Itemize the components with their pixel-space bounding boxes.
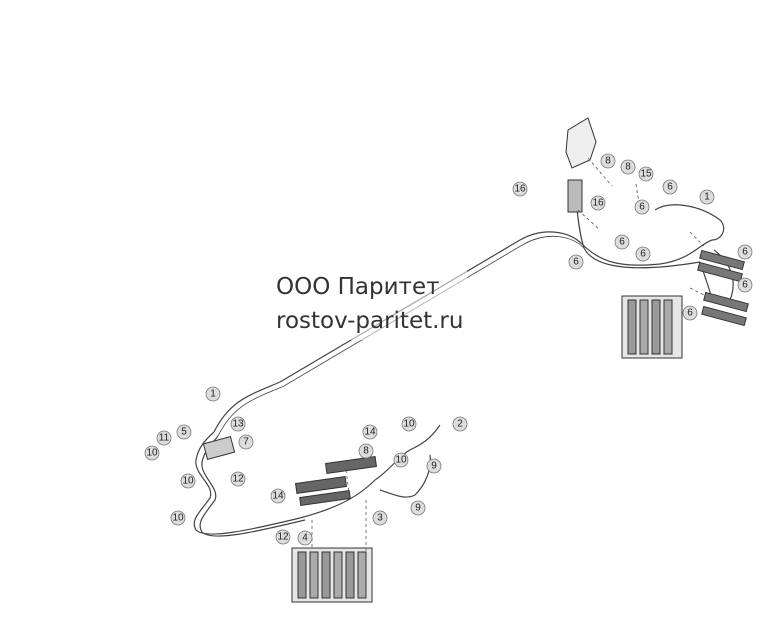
- callout-13: 13: [230, 416, 246, 432]
- bracket-plate: [565, 117, 597, 169]
- callout-label: 14: [272, 491, 284, 502]
- left-fittings: [294, 456, 378, 507]
- right-fittings-upper: [697, 249, 745, 283]
- callout-12: 12: [275, 529, 291, 545]
- callout-1: 1: [205, 386, 221, 402]
- watermark-company: ООО Паритет: [276, 274, 440, 300]
- callout-label: 6: [667, 182, 673, 193]
- callout-12: 12: [230, 471, 246, 487]
- callout-3: 3: [372, 510, 388, 526]
- callout-label: 6: [742, 247, 748, 258]
- callout-label: 16: [514, 184, 526, 195]
- main-pipe: [213, 231, 583, 433]
- right-valve-bank: [621, 295, 683, 359]
- callout-label: 10: [395, 455, 407, 466]
- callout-label: 12: [277, 532, 289, 543]
- callout-label: 11: [159, 433, 170, 444]
- left-valve-bank: [291, 547, 373, 603]
- watermark-url: rostov-paritet.ru: [276, 308, 464, 334]
- callout-9: 9: [426, 458, 442, 474]
- components: [202, 117, 749, 603]
- callout-label: 3: [377, 513, 383, 524]
- right-harness-2: [575, 199, 701, 269]
- callout-6: 6: [737, 244, 753, 260]
- callout-label: 10: [146, 448, 158, 459]
- callout-6: 6: [662, 179, 678, 195]
- callout-label: 2: [457, 419, 463, 430]
- callout-label: 10: [182, 476, 194, 487]
- callout-label: 14: [364, 427, 376, 438]
- left-upper-lines: [374, 424, 441, 481]
- connector-block: [567, 179, 583, 213]
- callout-label: 6: [687, 308, 693, 319]
- callout-label: 6: [573, 257, 579, 268]
- callout-7: 7: [238, 434, 254, 450]
- left-harness-2: [199, 435, 306, 537]
- callout-2: 2: [452, 416, 468, 432]
- callout-6: 6: [614, 234, 630, 250]
- right-fittings-lower: [701, 291, 749, 327]
- callout-label: 15: [640, 169, 652, 180]
- callout-label: 8: [363, 446, 369, 457]
- callout-label: 12: [232, 474, 244, 485]
- callout-8: 8: [620, 159, 636, 175]
- callout-label: 1: [704, 192, 710, 203]
- callout-label: 9: [431, 461, 437, 472]
- callout-label: 6: [640, 249, 646, 260]
- callout-label: 8: [625, 162, 631, 173]
- hose-lines: [193, 199, 734, 537]
- callout-6: 6: [682, 305, 698, 321]
- callout-label: 9: [415, 503, 421, 514]
- callout-6: 6: [635, 246, 651, 262]
- callout-label: 6: [742, 280, 748, 291]
- callout-5: 5: [176, 424, 192, 440]
- callout-label: 4: [302, 533, 308, 544]
- callout-label: 6: [619, 237, 625, 248]
- callout-label: 16: [592, 198, 604, 209]
- callout-10: 10: [393, 452, 409, 468]
- callout-10: 10: [170, 510, 186, 526]
- callout-1: 1: [699, 189, 715, 205]
- callout-label: 8: [605, 156, 611, 167]
- callout-16: 16: [590, 195, 606, 211]
- callout-15: 15: [638, 166, 654, 182]
- callout-10: 10: [401, 416, 417, 432]
- callout-6: 6: [634, 199, 650, 215]
- leader-lines: [311, 157, 707, 552]
- callout-11: 11: [156, 430, 172, 446]
- right-loop: [654, 204, 725, 241]
- callout-6: 6: [737, 277, 753, 293]
- callout-label: 10: [172, 513, 184, 524]
- callout-10: 10: [144, 445, 160, 461]
- callout-16: 16: [512, 181, 528, 197]
- callout-label: 10: [403, 419, 415, 430]
- main-pipe-inner: [217, 235, 585, 437]
- callout-8: 8: [600, 153, 616, 169]
- watermark: ООО Паритет rostov-paritet.ru: [272, 268, 468, 340]
- callout-4: 4: [297, 530, 313, 546]
- callout-6: 6: [568, 254, 584, 270]
- callout-label: 1: [210, 389, 216, 400]
- right-harness: [581, 239, 713, 266]
- callout-14: 14: [270, 488, 286, 504]
- clamp-bracket: [202, 436, 236, 460]
- callout-label: 6: [639, 202, 645, 213]
- callout-label: 5: [181, 427, 187, 438]
- callout-label: 7: [243, 437, 249, 448]
- callout-8: 8: [358, 443, 374, 459]
- callout-10: 10: [180, 473, 196, 489]
- left-harness: [193, 431, 376, 535]
- callout-label: 13: [232, 419, 244, 430]
- callout-14: 14: [362, 424, 378, 440]
- callout-9: 9: [410, 500, 426, 516]
